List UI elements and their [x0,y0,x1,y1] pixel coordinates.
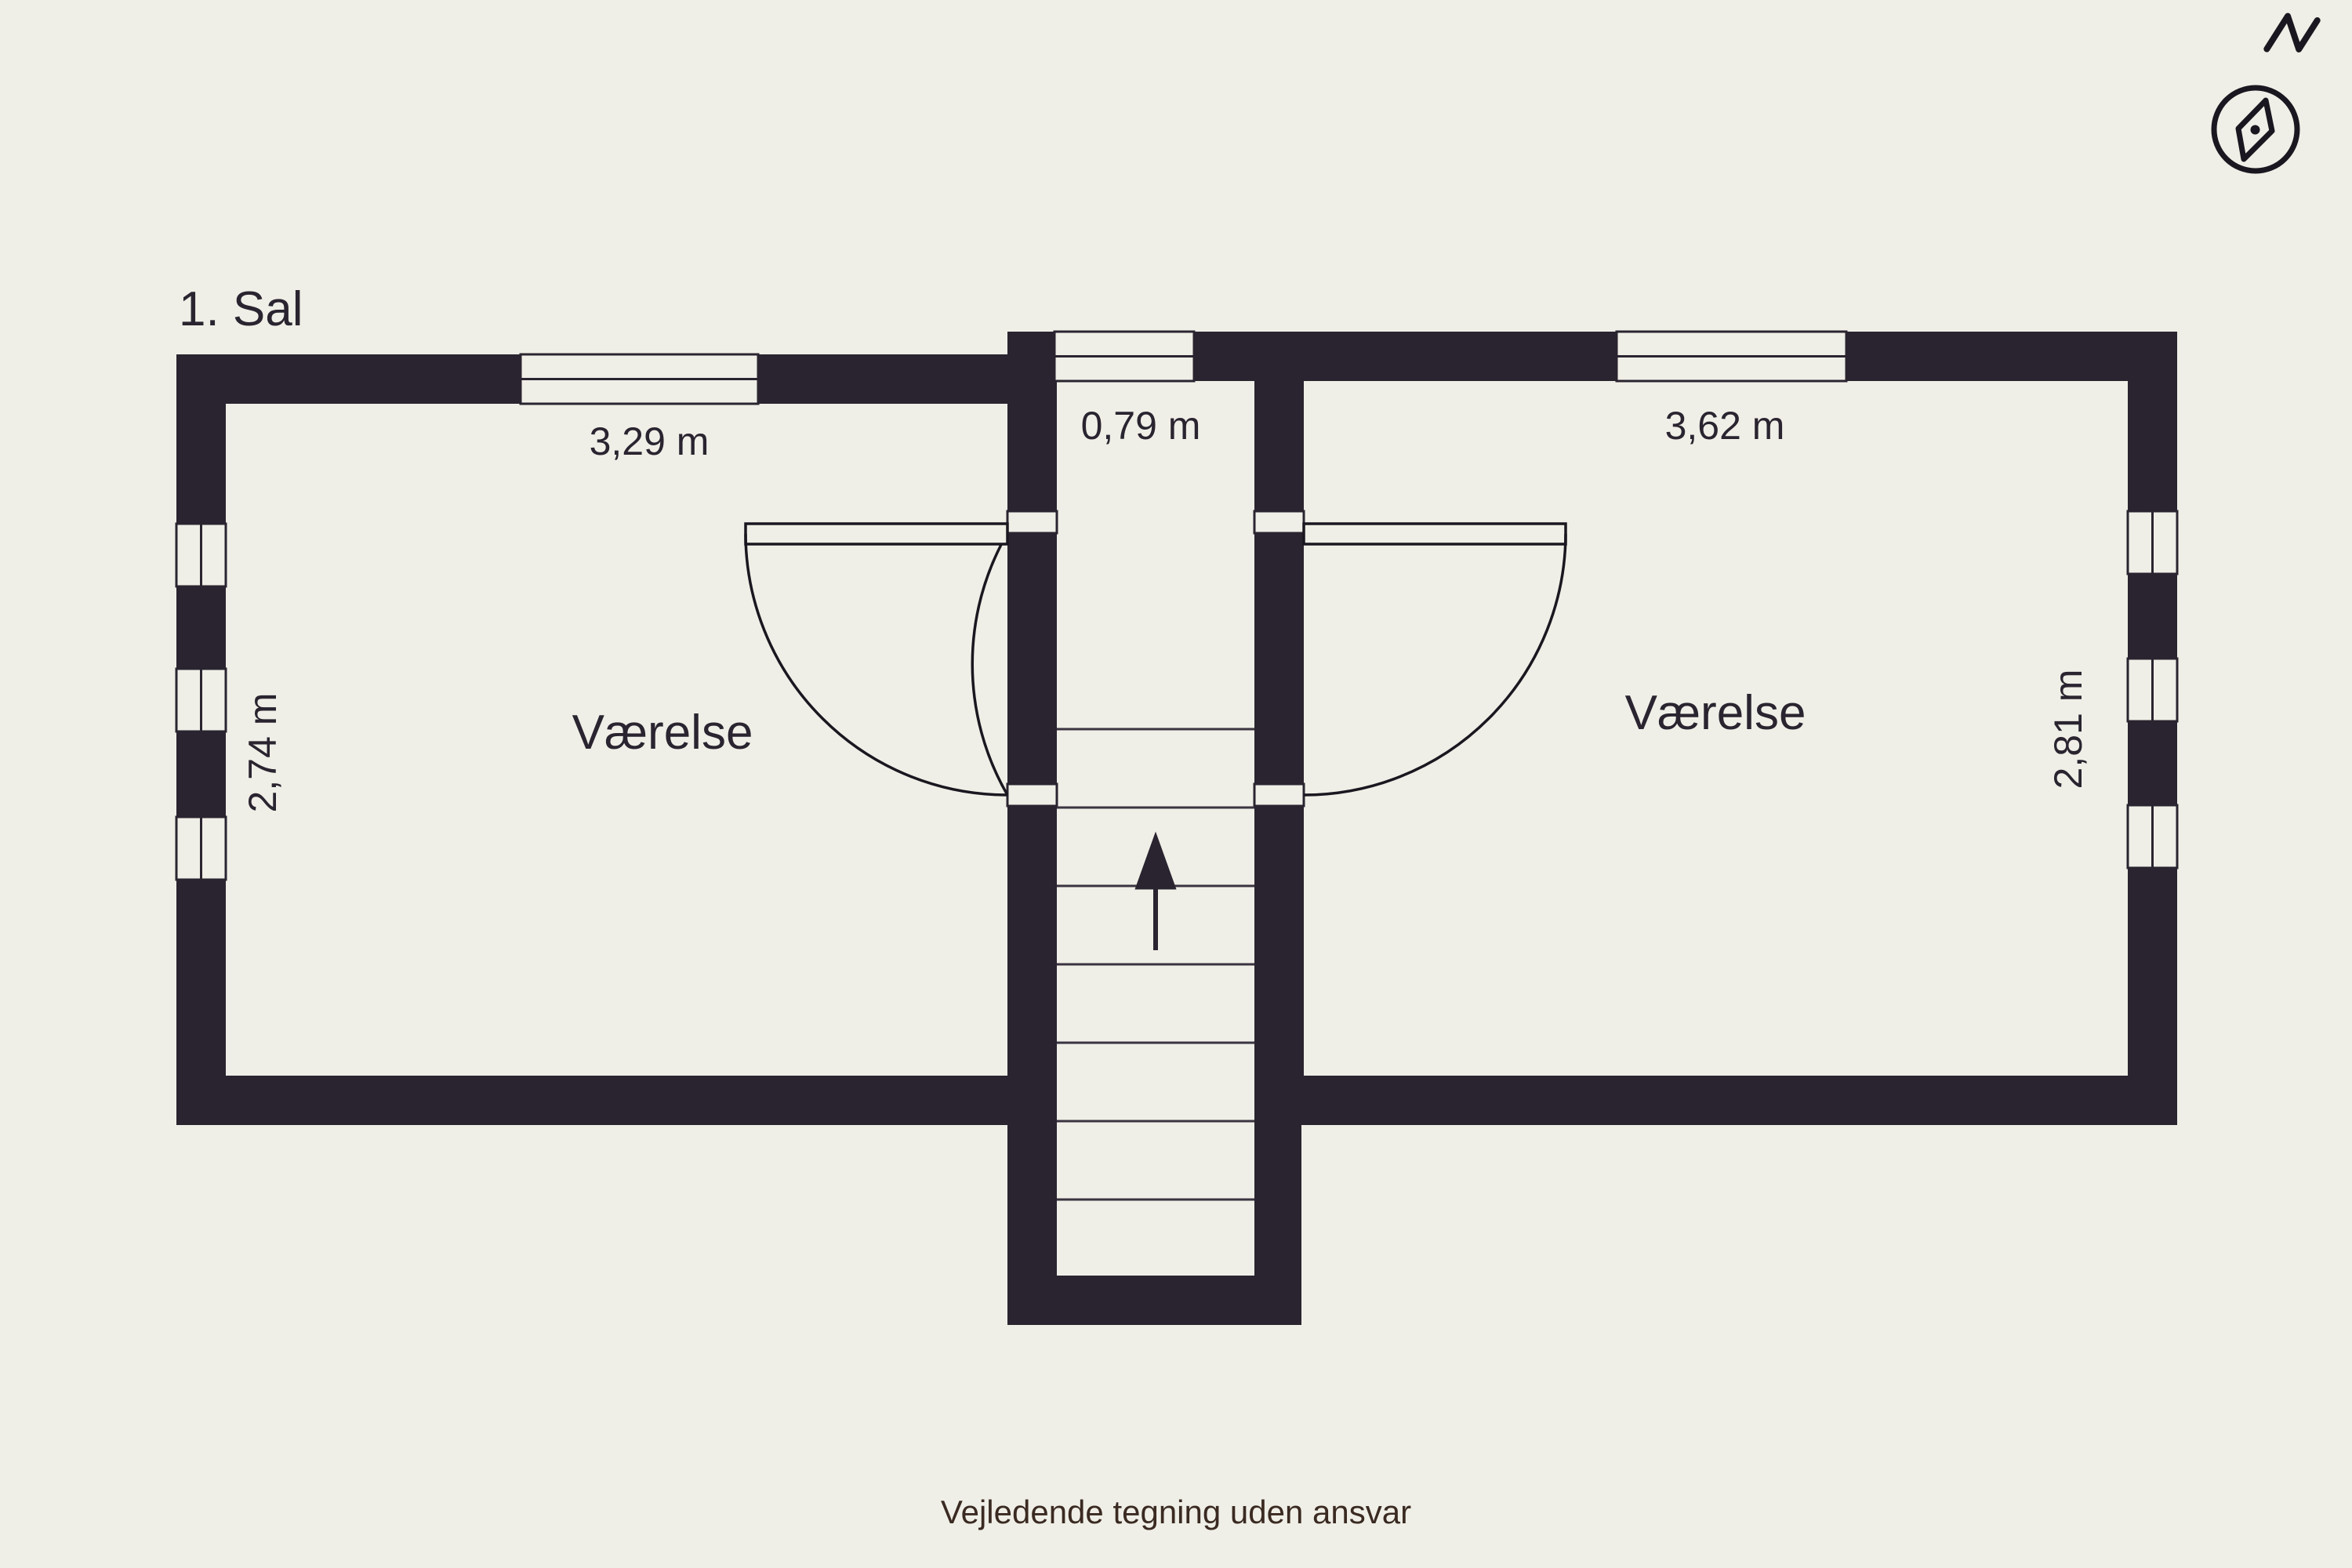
door-left[interactable] [744,522,1009,796]
window-top-right [1615,330,1848,383]
disclaimer-text: Vejledende tegning uden ansvar [940,1494,1412,1530]
stair-direction-arrow-icon [1134,831,1177,950]
window-left-upper [175,522,227,588]
window-right-middle [2126,657,2179,723]
window-left-lower [175,815,227,881]
dimension-left-wall: 2,74 m [241,693,285,813]
door-jambs [1006,510,1305,808]
compass-rose-icon [2211,13,2321,174]
window-right-lower [2126,804,2179,869]
window-top-left [519,353,760,405]
wall-structure [176,332,2177,1325]
room-label-right: Værelse [1625,686,1806,740]
page-title: 1. Sal [179,282,303,336]
door-right[interactable] [1302,522,1567,546]
door-right-swing [1303,533,1567,797]
window-left-middle [175,667,227,733]
dimension-top-left: 3,29 m [590,419,710,463]
room-label-left: Værelse [572,706,753,760]
window-top-center [1053,330,1196,383]
dimension-right-wall: 2,81 m [2046,670,2090,789]
dimension-top-center: 0,79 m [1081,404,1201,448]
dimension-top-right: 3,62 m [1665,404,1785,448]
compass-north-label [2263,13,2321,53]
window-right-upper [2126,510,2179,575]
door-left-swing [744,533,1008,797]
staircase [1057,728,1254,1201]
